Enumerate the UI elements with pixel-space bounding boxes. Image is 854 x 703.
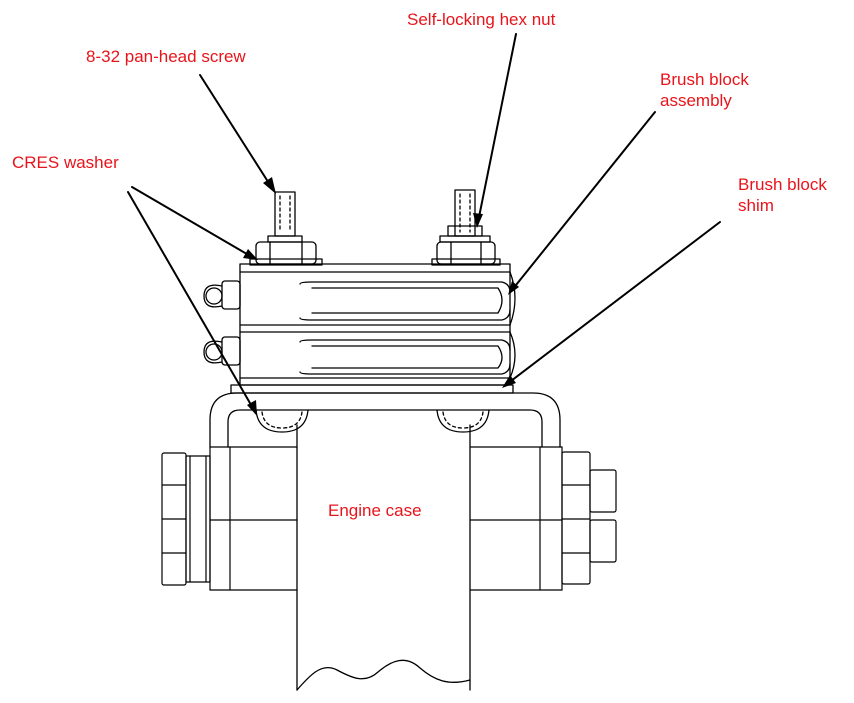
brush-block-shim-label-line1: Brush block [738,175,827,194]
brush-terminals [203,280,241,366]
screw-arrowhead [263,177,276,194]
engine-case-label: Engine case [328,501,422,520]
hex-nut-leader-line [477,33,517,223]
left-clamp-body [161,446,298,591]
hex-nut-label: Self-locking hex nut [407,10,556,29]
brush-block-assembly-label-line1: Brush block [660,70,749,89]
brush-block-shim [230,384,514,394]
leader-lines [127,33,721,411]
brush-block-assembly-label-line2: assembly [660,91,732,110]
brush-block-shim-label-line2: shim [738,196,774,215]
shim-leader-line [506,221,721,385]
right-screw-stack [431,189,501,266]
left-screw-stack [249,191,323,266]
arrowheads [243,177,519,416]
screw-heads [255,409,490,433]
screw-leader-line [199,74,273,189]
assembly-arrowhead [508,281,519,295]
u-bracket [209,392,561,448]
engine-case [296,424,471,691]
washer-lower-arrowhead [247,400,257,416]
brush-block-shim-label: Brush block shim [738,174,827,216]
washer-leader-line-upper [131,186,253,258]
hex-nut-arrowhead [473,213,483,228]
washer-upper-arrowhead [243,249,258,260]
shim-arrowhead [502,375,516,388]
cres-washer-label: CRES washer [12,153,119,172]
right-clamp-body [469,446,617,591]
screw-label: 8-32 pan-head screw [86,47,246,66]
assembly-leader-line [511,111,656,291]
brush-block-assembly-label: Brush block assembly [660,69,749,111]
brush-block-assembly [239,263,516,386]
washer-leader-line-lower [127,191,255,411]
